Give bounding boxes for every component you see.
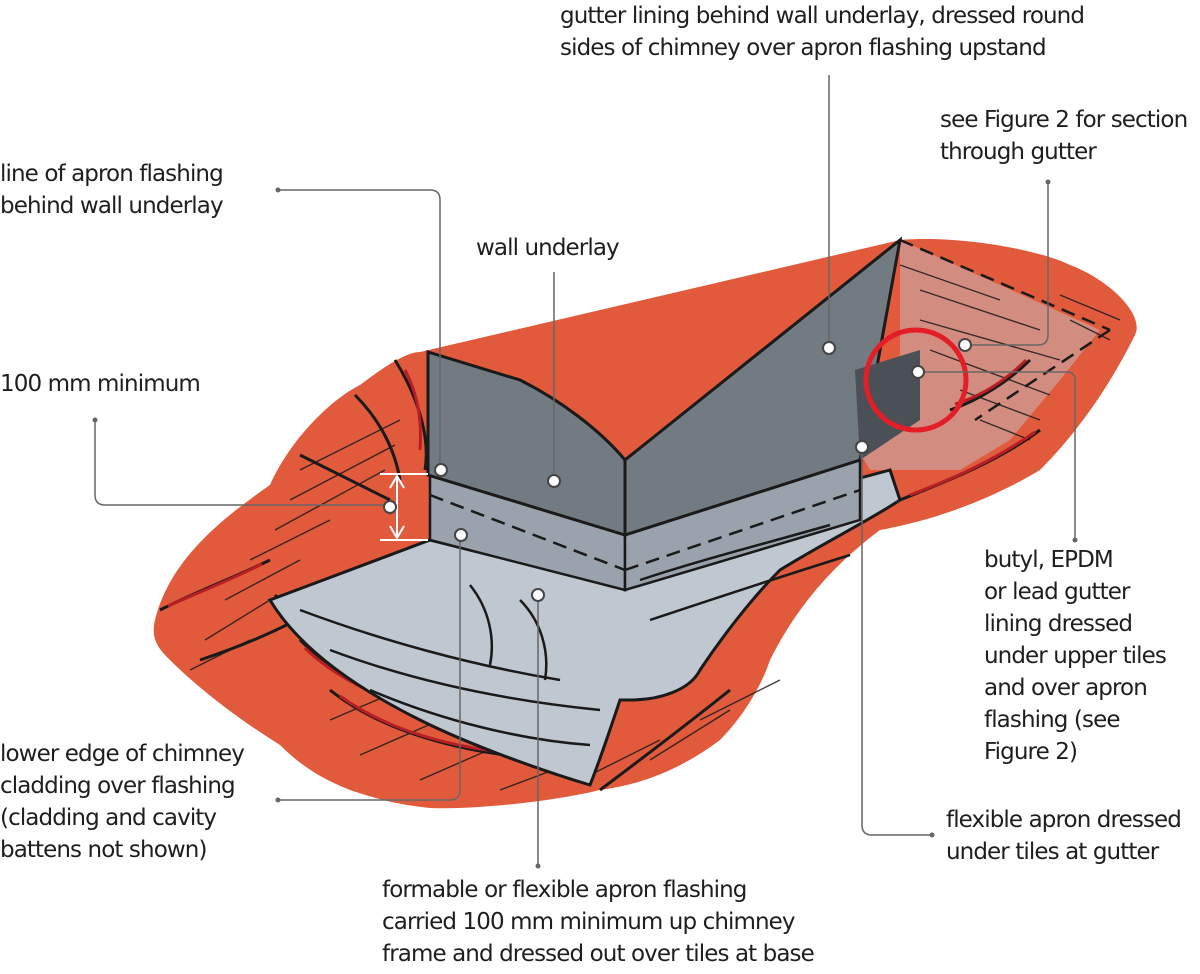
label-wall-underlay: wall underlay [476,235,620,261]
label-flexible-apron: flexible apron dressed under tiles at gu… [946,807,1182,865]
flashing-ridges [299,523,851,747]
label-lower-edge: lower edge of chimney cladding over flas… [0,741,245,863]
leader-lines [94,75,1076,865]
leader-tail-dots [92,179,1078,869]
label-gutter-lining: gutter lining behind wall underlay, dres… [560,3,1085,61]
label-minimum: 100 mm minimum [0,371,201,397]
label-apron-line: line of apron flashing behind wall under… [0,161,224,219]
highlight-circle [863,327,969,433]
label-formable-apron: formable or flexible apron flashing carr… [382,877,815,967]
label-see-figure: see Figure 2 for section through gutter [940,107,1188,165]
leader-dots [383,338,972,602]
label-gutter-material: butyl, EPDM or lead gutter lining dresse… [984,547,1167,765]
hidden-flashing-lines [429,238,1111,572]
wall-underlay-dark-corner [855,350,920,460]
